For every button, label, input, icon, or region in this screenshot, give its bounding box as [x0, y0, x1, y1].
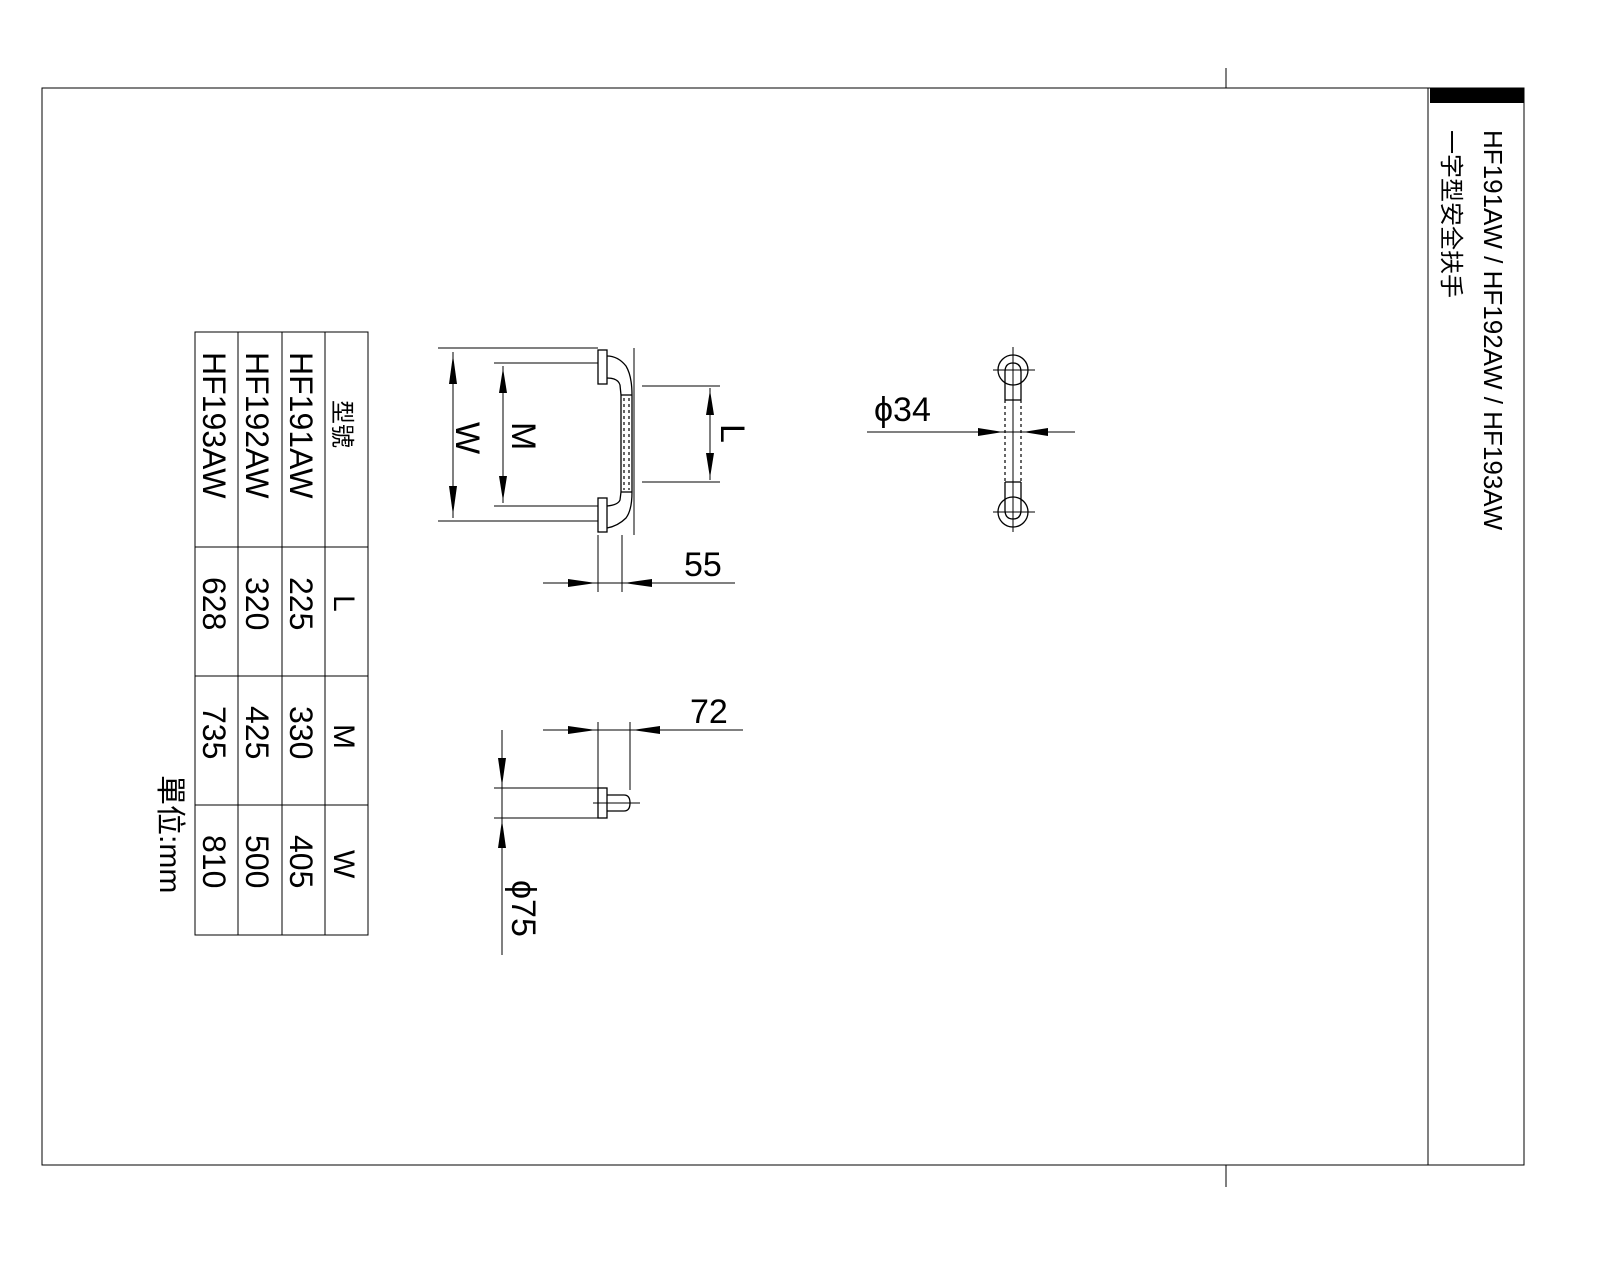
table-header-w: W [327, 850, 360, 879]
dim-label-flange-depth: 72 [690, 693, 728, 731]
table-cell-m: 425 [239, 706, 275, 759]
dim-label-depth: 55 [684, 546, 722, 584]
table-header-model: 型號 [328, 400, 355, 448]
table-cell-model: HF192AW [239, 352, 275, 499]
table-header-m: M [327, 724, 360, 749]
flange-view [494, 722, 743, 955]
table-cell-m: 330 [283, 706, 319, 759]
unit-label: 單位:mm [153, 775, 186, 893]
table-header-l: L [327, 595, 360, 612]
dim-label-m: M [504, 422, 542, 450]
table-cell-l: 320 [239, 577, 275, 630]
title-models: HF191AW / HF192AW / HF193AW [1478, 130, 1508, 531]
table-cell-w: 810 [196, 835, 232, 888]
dim-label-bar-diameter: ϕ34 [874, 391, 931, 429]
table-cell-l: 628 [196, 577, 232, 630]
dim-label-l: L [713, 424, 751, 443]
dim-label-flange-diameter: ϕ75 [504, 880, 542, 937]
drawing-frame [41, 68, 1525, 1187]
front-view [867, 347, 1075, 532]
title-name: 一字型安全扶手 [1437, 130, 1464, 298]
dim-label-w: W [448, 422, 486, 454]
table-cell-w: 405 [283, 835, 319, 888]
side-view [438, 347, 735, 592]
table-cell-m: 735 [196, 706, 232, 759]
table-cell-w: 500 [239, 835, 275, 888]
table-cell-l: 225 [283, 577, 319, 630]
table-cell-model: HF193AW [196, 352, 232, 499]
spec-table: 型號 L M W HF191AW 225 330 405 HF192AW 320… [194, 331, 369, 936]
table-cell-model: HF191AW [283, 352, 319, 499]
